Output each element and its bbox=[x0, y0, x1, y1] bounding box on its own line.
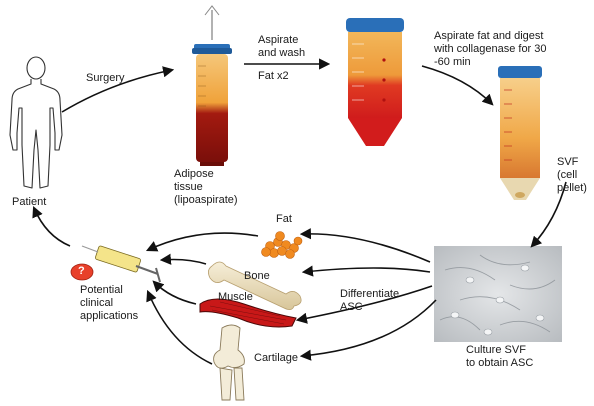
label-fat-x2: Fat x2 bbox=[258, 70, 289, 82]
label-potential-clinical: Potential clinical applications bbox=[80, 284, 139, 322]
arrow-fat-to-syringe bbox=[145, 232, 259, 252]
syringe-icon bbox=[81, 245, 161, 283]
arrow-cartilage-to-syringe bbox=[146, 289, 213, 365]
arrow-bone-to-syringe bbox=[159, 253, 207, 265]
label-aspirate-digest: Aspirate fat and digest with collagenase… bbox=[434, 30, 547, 68]
knee-joint bbox=[213, 324, 245, 401]
arrow-to-fat bbox=[299, 228, 431, 263]
cell-culture-image bbox=[434, 246, 562, 342]
label-aspirate-wash: Aspirate and wash bbox=[258, 34, 306, 59]
arrow-to-muscle bbox=[295, 285, 433, 324]
label-adipose-tissue: Adipose tissue (lipoaspirate) bbox=[174, 168, 238, 206]
question-mark-text: ? bbox=[78, 265, 85, 277]
arrow-muscle-to-syringe bbox=[152, 280, 197, 305]
washed-fat-tube bbox=[346, 18, 404, 146]
adipose-tube bbox=[192, 5, 232, 166]
arrow-syringe-to-patient bbox=[32, 205, 71, 247]
label-patient: Patient bbox=[12, 196, 47, 208]
muscle-shape bbox=[199, 298, 297, 328]
bone-shape bbox=[208, 261, 302, 310]
label-differentiate: Differentiate ASC bbox=[340, 288, 400, 313]
arrow-to-bone bbox=[301, 265, 431, 277]
patient-figure bbox=[9, 56, 63, 189]
arrow-svf bbox=[530, 181, 567, 248]
flow-arrows bbox=[32, 58, 567, 365]
label-muscle: Muscle bbox=[218, 291, 253, 303]
digest-tube bbox=[498, 66, 542, 200]
label-fat: Fat bbox=[276, 213, 292, 225]
fat-cluster bbox=[261, 231, 303, 259]
arrow-to-cartilage bbox=[299, 299, 437, 361]
label-culture: Culture SVF to obtain ASC bbox=[466, 344, 534, 369]
label-bone: Bone bbox=[244, 270, 270, 282]
arrow-aspirate-digest bbox=[421, 65, 494, 106]
question-badge bbox=[70, 263, 94, 281]
arrow-surgery bbox=[61, 66, 175, 113]
label-svf: SVF (cell pellet) bbox=[557, 156, 587, 194]
label-surgery: Surgery bbox=[86, 72, 125, 84]
label-cartilage: Cartilage bbox=[254, 352, 299, 364]
